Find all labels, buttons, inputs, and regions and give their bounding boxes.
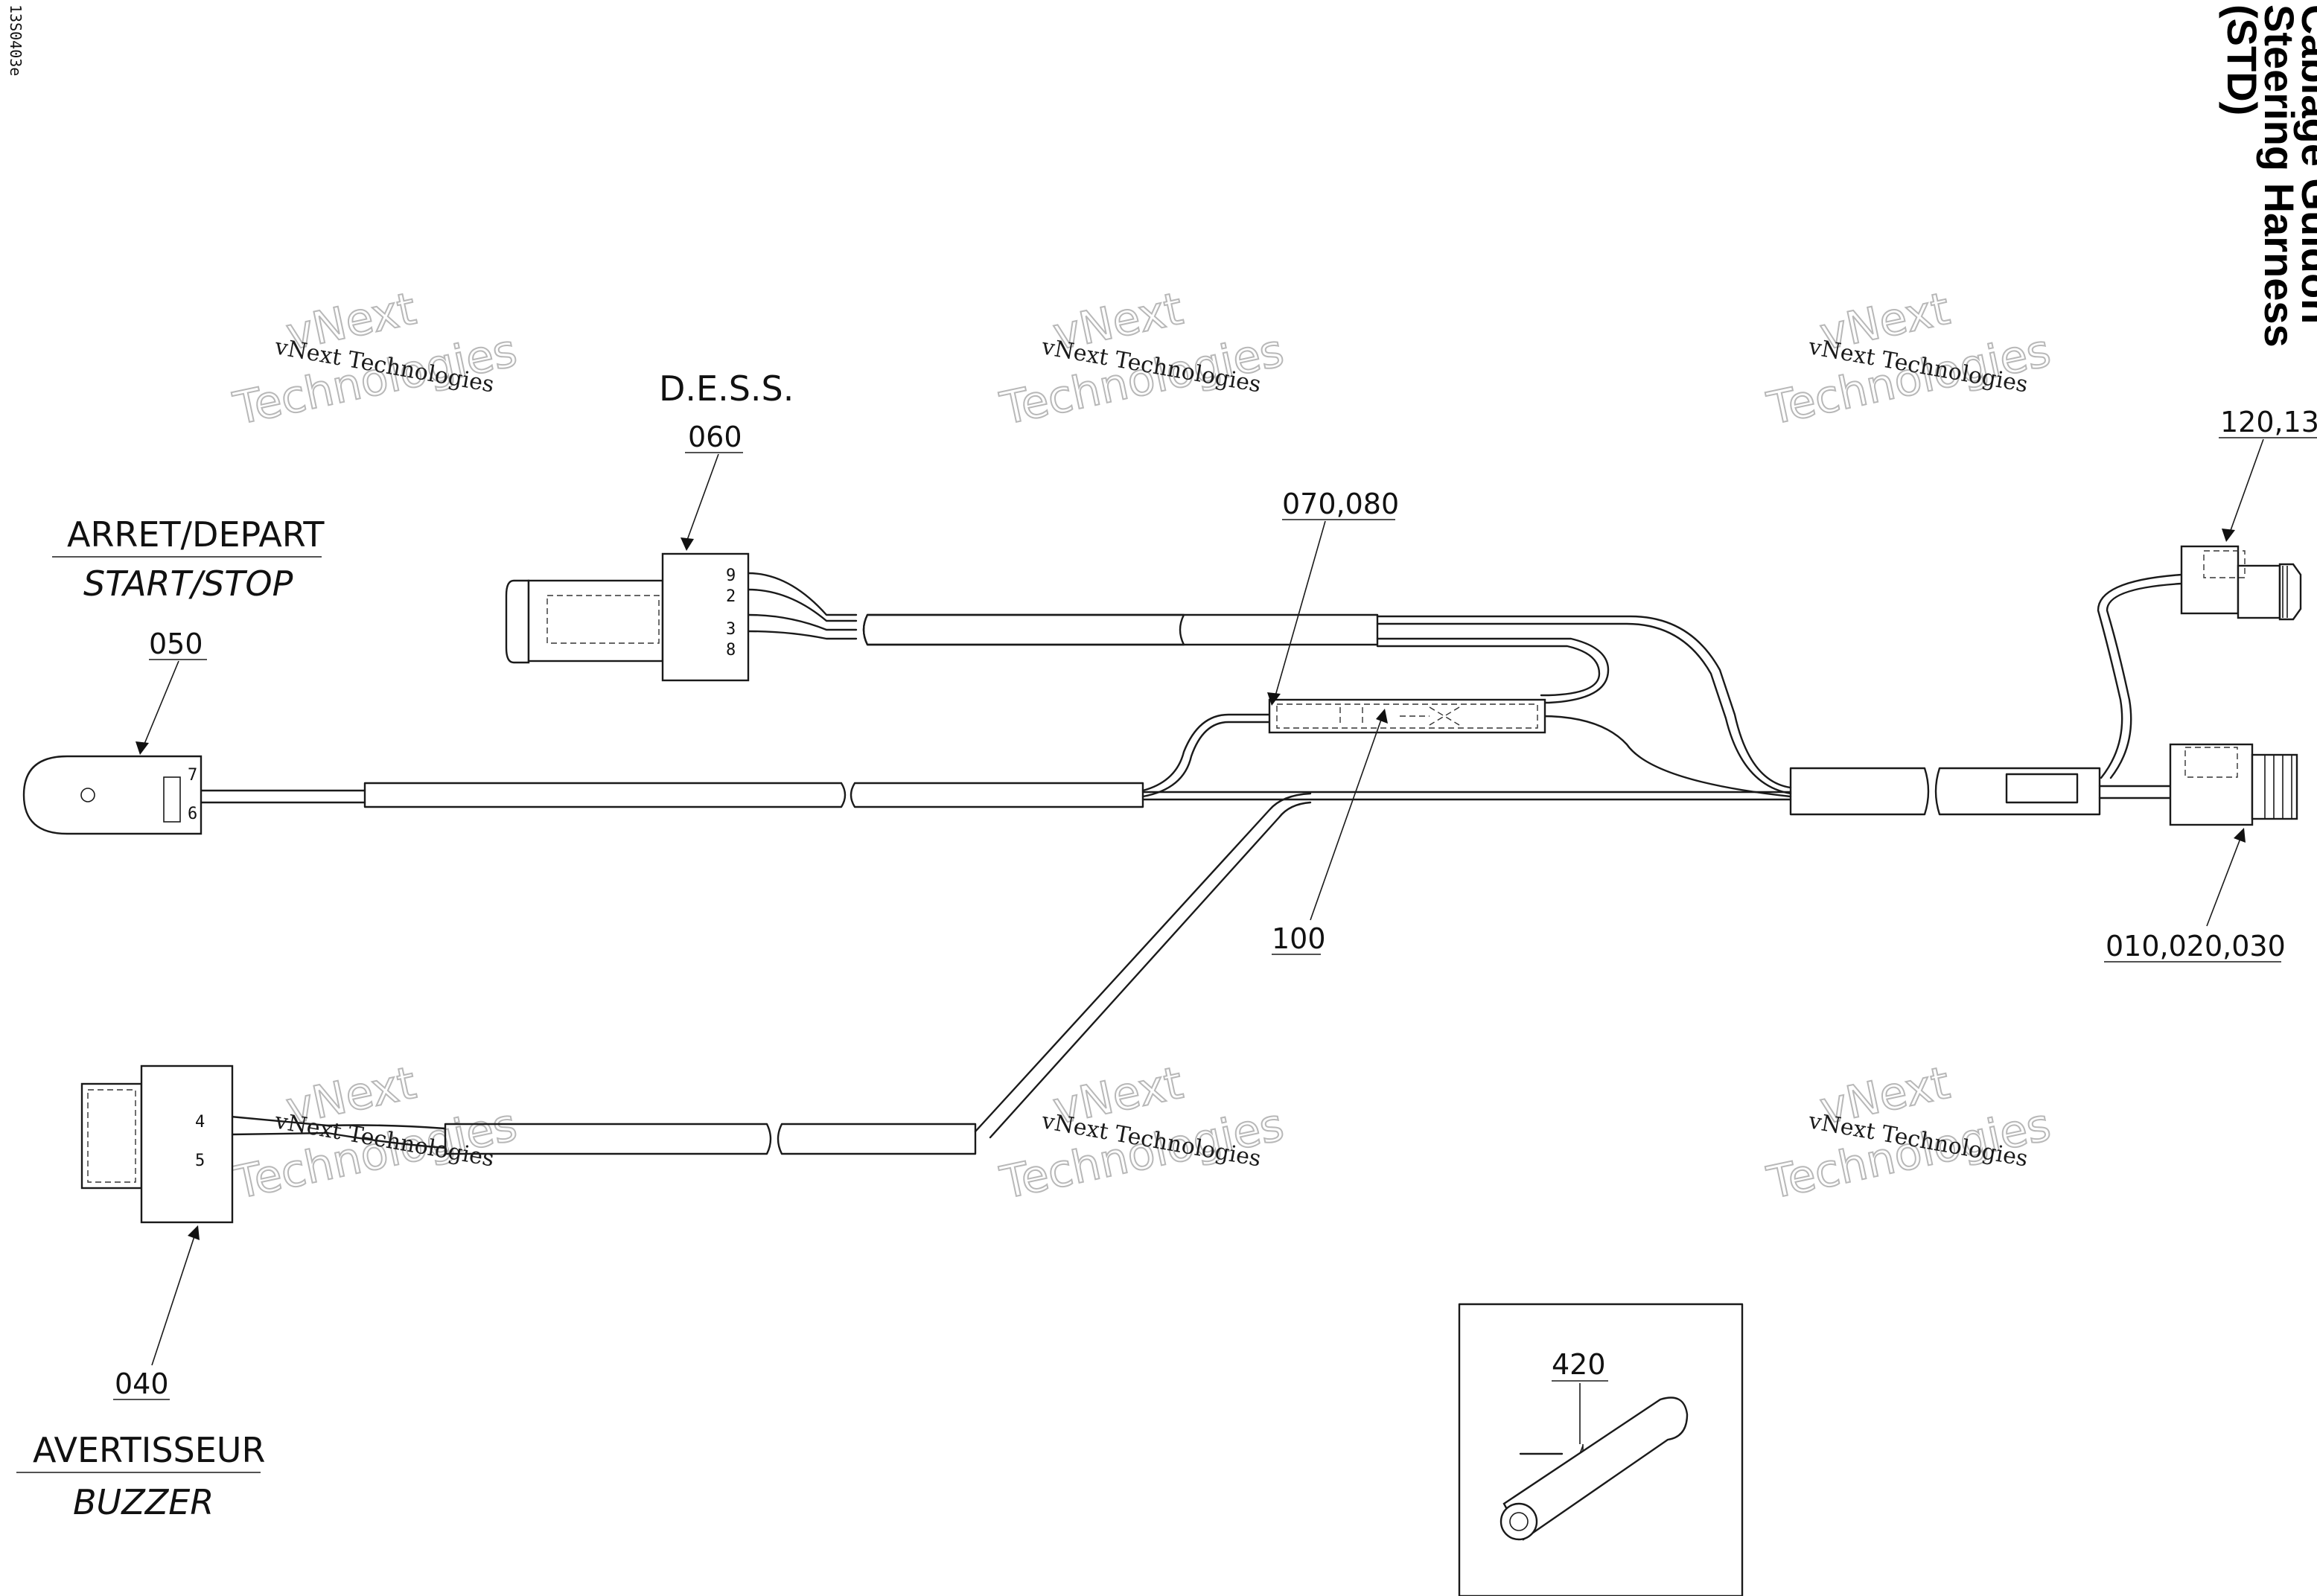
reference-code: 13S0403e: [7, 4, 25, 76]
main-connector: [2169, 743, 2298, 826]
dess-pin: 2: [726, 587, 736, 606]
dess-pin: 9: [726, 566, 736, 585]
callout-main-connector: 010,020,030: [2106, 930, 2286, 963]
callout-splice: 100: [1272, 922, 1326, 955]
dess-pin: 8: [726, 641, 736, 660]
label-buzzer-en: BUZZER: [73, 1482, 214, 1522]
main-trunk: [200, 767, 2172, 816]
watermark-top-center: Technologies vNext vNext Technologies: [995, 282, 1290, 436]
watermark-bottom-right: Technologies vNext vNext Technologies: [1762, 1056, 2056, 1210]
callout-dess: 060: [688, 421, 742, 453]
buzzer-branch: [229, 792, 1312, 1155]
start-stop-switch: 7 6: [22, 755, 203, 835]
fuse-branch: [1141, 698, 1546, 798]
loose-part-panel: [1458, 1303, 1744, 1596]
title-line-3: (STD): [2219, 4, 2266, 115]
dess-pin: 3: [726, 620, 736, 639]
buzzer-pin: 5: [195, 1152, 205, 1170]
label-dess: D.E.S.S.: [659, 368, 794, 409]
watermark-top-left: Technologies vNext vNext Technologies: [229, 282, 523, 436]
dess-branch: [747, 572, 1792, 798]
callout-leaders: [113, 437, 2317, 1444]
callout-start-stop: 050: [149, 628, 203, 660]
fuse-holder-body: [1268, 698, 1546, 734]
label-start-stop-fr: ARRET/DEPART: [67, 514, 325, 555]
title-line-1: Câblage Guidon: [2293, 4, 2317, 324]
title-block: Câblage Guidon Steering Harness (STD): [2219, 4, 2317, 348]
callout-loose-part: 420: [1552, 1348, 1606, 1381]
watermark-top-right: Technologies vNext vNext Technologies: [1762, 282, 2056, 436]
start-stop-pin: 7: [188, 766, 197, 785]
callout-fuse: 070,080: [1282, 488, 1399, 520]
buzzer-pin: 4: [195, 1113, 205, 1131]
buzzer-component: 4 5: [80, 1064, 234, 1224]
callout-buzzer: 040: [115, 1367, 169, 1400]
label-buzzer-fr: AVERTISSEUR: [33, 1430, 265, 1470]
top-connector-branch: [2097, 545, 2302, 779]
watermark-bottom-center: Technologies vNext vNext Technologies: [995, 1056, 1290, 1210]
title-line-2: Steering Harness: [2256, 4, 2303, 348]
callout-top-connector: 120,130: [2220, 406, 2317, 438]
label-start-stop-en: START/STOP: [83, 564, 293, 604]
dess-connector: 9 2 3 8: [505, 552, 750, 682]
start-stop-pin: 6: [188, 805, 197, 823]
